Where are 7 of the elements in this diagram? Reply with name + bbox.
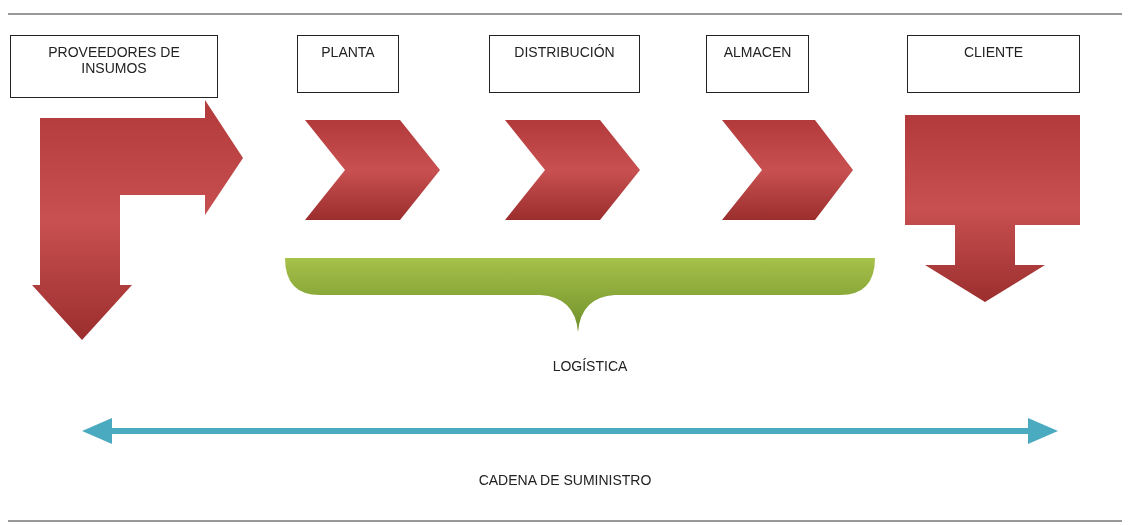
label-box: ALMACEN	[706, 35, 809, 93]
caption-text: LOGÍSTICA	[552, 358, 628, 374]
label-box: PLANTA	[297, 35, 399, 93]
caption-text: CADENA DE SUMINISTRO	[478, 472, 652, 488]
label-box: PROVEEDORES DE INSUMOS	[10, 35, 218, 98]
label-box: CLIENTE	[907, 35, 1080, 93]
label-box: DISTRIBUCIÓN	[489, 35, 640, 93]
